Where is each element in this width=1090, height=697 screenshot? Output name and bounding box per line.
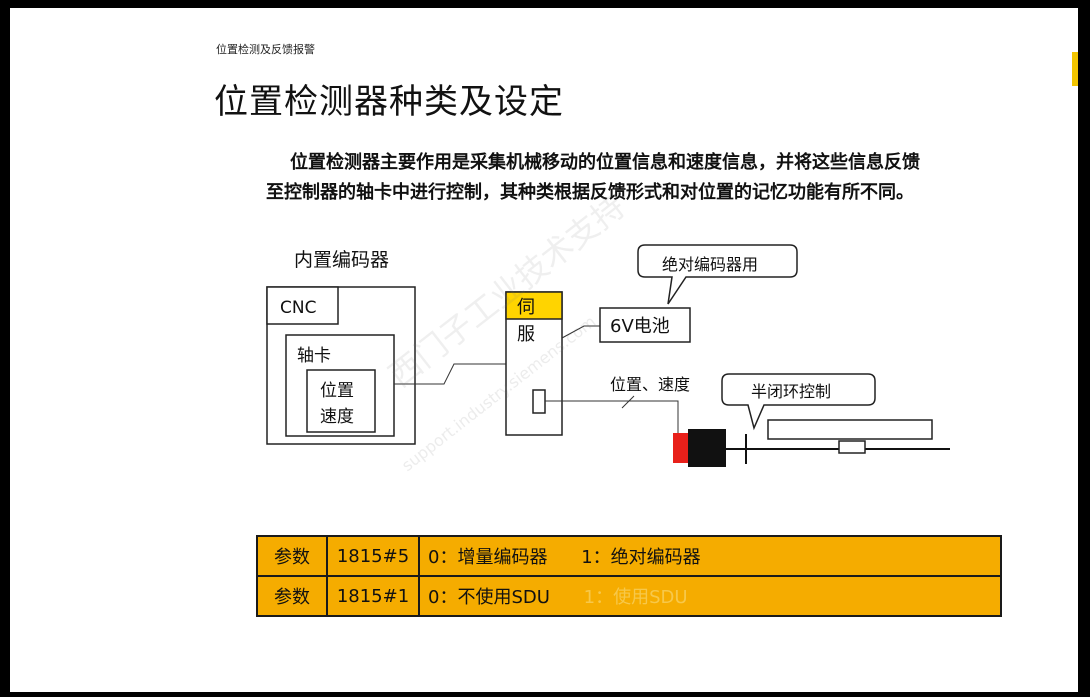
paragraph-line-1: 位置检测器主要作用是采集机械移动的位置信息和速度信息，并将这些信息反馈: [290, 152, 920, 173]
position-label: 位置: [320, 381, 354, 401]
servo-label-top: 伺: [517, 297, 535, 318]
servo-battery-line: [561, 325, 600, 339]
axis-card-label: 轴卡: [297, 346, 331, 366]
param-option-a: 0：增量编码器: [428, 547, 548, 568]
table-row: 参数 1815#5 0：增量编码器 1：绝对编码器: [256, 535, 1002, 577]
callout-abs-bubble: [637, 244, 798, 305]
ball-nut: [838, 440, 866, 454]
parameter-table: 参数 1815#5 0：增量编码器 1：绝对编码器 参数 1815#1 0：不使…: [256, 535, 1002, 617]
param-label: 参数: [256, 535, 328, 577]
servo-connector: [532, 389, 546, 414]
param-code: 1815#1: [326, 575, 420, 617]
cnc-servo-cable: [394, 363, 506, 385]
position-speed-box: [306, 369, 376, 433]
machine-table: [767, 419, 933, 440]
cnc-label: CNC: [280, 298, 316, 318]
param-option-b: 1：使用SDU: [583, 587, 688, 608]
description-paragraph: 位置检测器主要作用是采集机械移动的位置信息和速度信息，并将这些信息反馈 至控制器…: [266, 148, 1006, 208]
feedback-cable: [545, 400, 679, 438]
diagram-heading: 内置编码器: [294, 249, 389, 271]
callout-semi-label: 半闭环控制: [751, 382, 831, 401]
cable-tick-mark: [621, 395, 635, 409]
table-row: 参数 1815#1 0：不使用SDU 1：使用SDU: [256, 575, 1002, 617]
servo-label-bottom: 服: [517, 324, 535, 345]
servo-header: [505, 291, 563, 320]
encoder-red-block: [673, 433, 688, 463]
param-label: 参数: [256, 575, 328, 617]
speed-label: 速度: [320, 407, 354, 427]
motor-body: [688, 429, 726, 467]
slide: 位置检测及反馈报警 位置检测器种类及设定 位置检测器主要作用是采集机械移动的位置…: [10, 8, 1078, 692]
param-option-a: 0：不使用SDU: [428, 587, 550, 608]
param-options: 0：增量编码器 1：绝对编码器: [418, 535, 1002, 577]
callout-semi-bubble: [721, 373, 876, 431]
page-title: 位置检测器种类及设定: [214, 82, 564, 122]
callout-abs-label: 绝对编码器用: [662, 255, 758, 274]
signal-label: 位置、速度: [610, 375, 690, 394]
paragraph-line-2: 至控制器的轴卡中进行控制，其种类根据反馈形式和对位置的记忆功能有所不同。: [266, 182, 914, 203]
battery-box: [599, 307, 691, 343]
encoder-diagram: 内置编码器 CNC 轴卡 位置 速度 伺 服 6V电池 绝对编码器用 位置、速度: [266, 244, 950, 467]
battery-label: 6V电池: [610, 316, 670, 337]
cnc-label-box: [266, 286, 339, 325]
param-code: 1815#5: [326, 535, 420, 577]
side-accent-strip: [1072, 52, 1078, 86]
breadcrumb: 位置检测及反馈报警: [216, 43, 315, 56]
param-option-b: 1：绝对编码器: [581, 547, 701, 568]
param-options: 0：不使用SDU 1：使用SDU: [418, 575, 1002, 617]
